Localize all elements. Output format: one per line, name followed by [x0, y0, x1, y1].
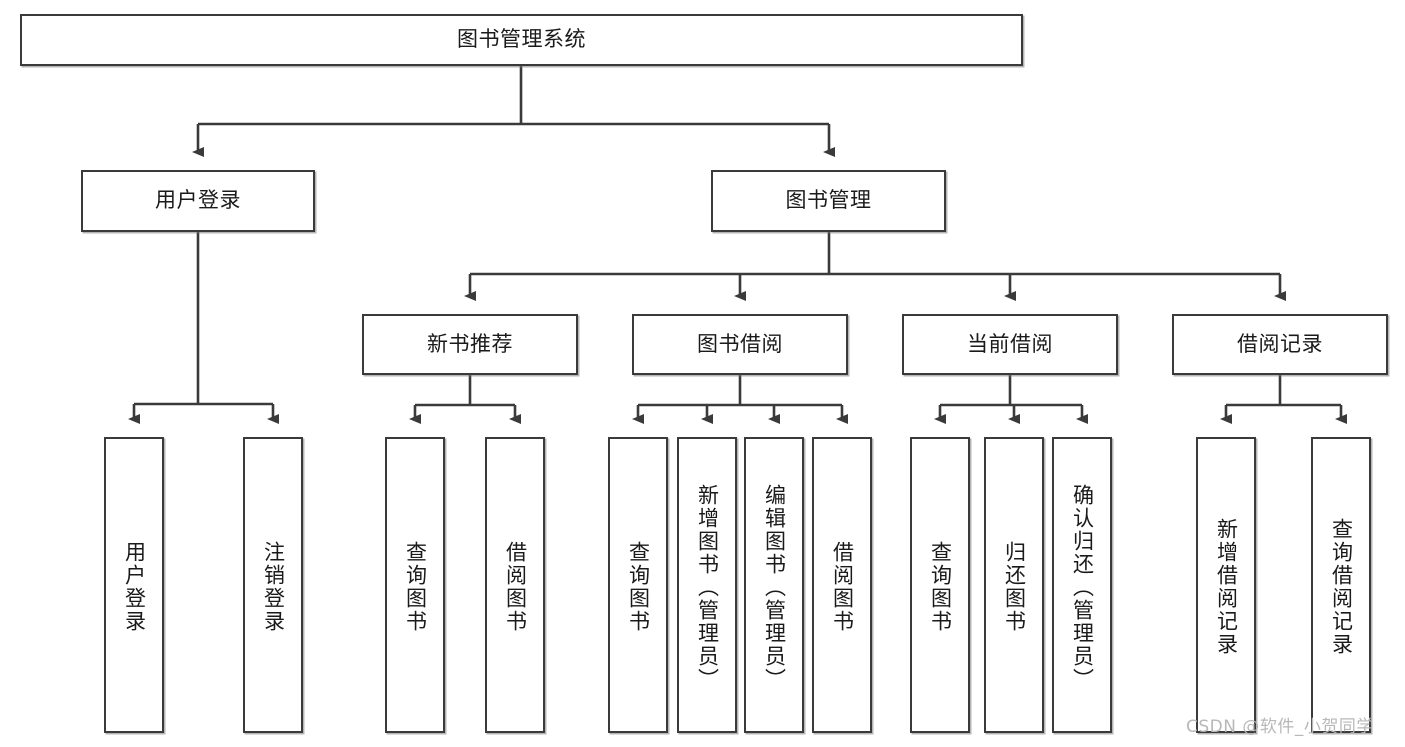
node-label: 新书推荐 [427, 331, 513, 356]
node-label: 借阅图书 [503, 541, 528, 633]
node-label: 图书管理系统 [457, 27, 586, 52]
node-root-system[interactable]: 图书管理系统 [20, 14, 1023, 66]
node-leaf-borrow-book-1[interactable]: 借阅图书 [485, 437, 545, 733]
node-leaf-return-book[interactable]: 归还图书 [984, 437, 1044, 733]
node-leaf-query-borrow-record[interactable]: 查询借阅记录 [1311, 437, 1371, 733]
node-label: 查询借阅记录 [1329, 518, 1354, 656]
node-leaf-logout[interactable]: 注销登录 [243, 437, 303, 733]
node-label: 用户登录 [122, 541, 147, 633]
node-label: 查询图书 [403, 541, 428, 633]
node-label: 借阅图书 [830, 541, 855, 633]
node-leaf-user-login[interactable]: 用户登录 [104, 437, 164, 733]
node-label: 新增借阅记录 [1214, 518, 1239, 656]
node-user-login[interactable]: 用户登录 [81, 170, 315, 232]
node-label: 新增图书（管理员） [695, 483, 720, 691]
node-label: 编辑图书（管理员） [762, 483, 787, 691]
node-leaf-add-borrow-record[interactable]: 新增借阅记录 [1196, 437, 1256, 733]
node-label: 查询图书 [626, 541, 651, 633]
csdn-watermark: CSDN @软件_小贺同学 [1186, 717, 1374, 737]
node-leaf-query-book-3[interactable]: 查询图书 [910, 437, 970, 733]
node-leaf-borrow-book-2[interactable]: 借阅图书 [812, 437, 872, 733]
node-leaf-edit-book-admin[interactable]: 编辑图书（管理员） [744, 437, 804, 733]
node-label: 图书管理 [785, 188, 872, 213]
node-new-book-recommend[interactable]: 新书推荐 [362, 314, 578, 375]
node-label: 当前借阅 [967, 331, 1053, 356]
node-current-borrow[interactable]: 当前借阅 [902, 314, 1118, 375]
node-book-management[interactable]: 图书管理 [711, 170, 946, 232]
node-leaf-add-book-admin[interactable]: 新增图书（管理员） [677, 437, 737, 733]
node-book-borrow[interactable]: 图书借阅 [632, 314, 848, 375]
node-label: 确认归还（管理员） [1070, 483, 1095, 691]
node-label: 归还图书 [1002, 541, 1027, 633]
node-label: 查询图书 [928, 541, 953, 633]
node-label: 用户登录 [155, 188, 241, 213]
node-leaf-query-book-1[interactable]: 查询图书 [385, 437, 445, 733]
node-label: 借阅记录 [1237, 331, 1323, 356]
node-leaf-query-book-2[interactable]: 查询图书 [608, 437, 668, 733]
node-leaf-confirm-return-admin[interactable]: 确认归还（管理员） [1052, 437, 1112, 733]
node-label: 注销登录 [261, 541, 286, 633]
node-borrow-record[interactable]: 借阅记录 [1172, 314, 1388, 375]
node-label: 图书借阅 [697, 331, 783, 356]
